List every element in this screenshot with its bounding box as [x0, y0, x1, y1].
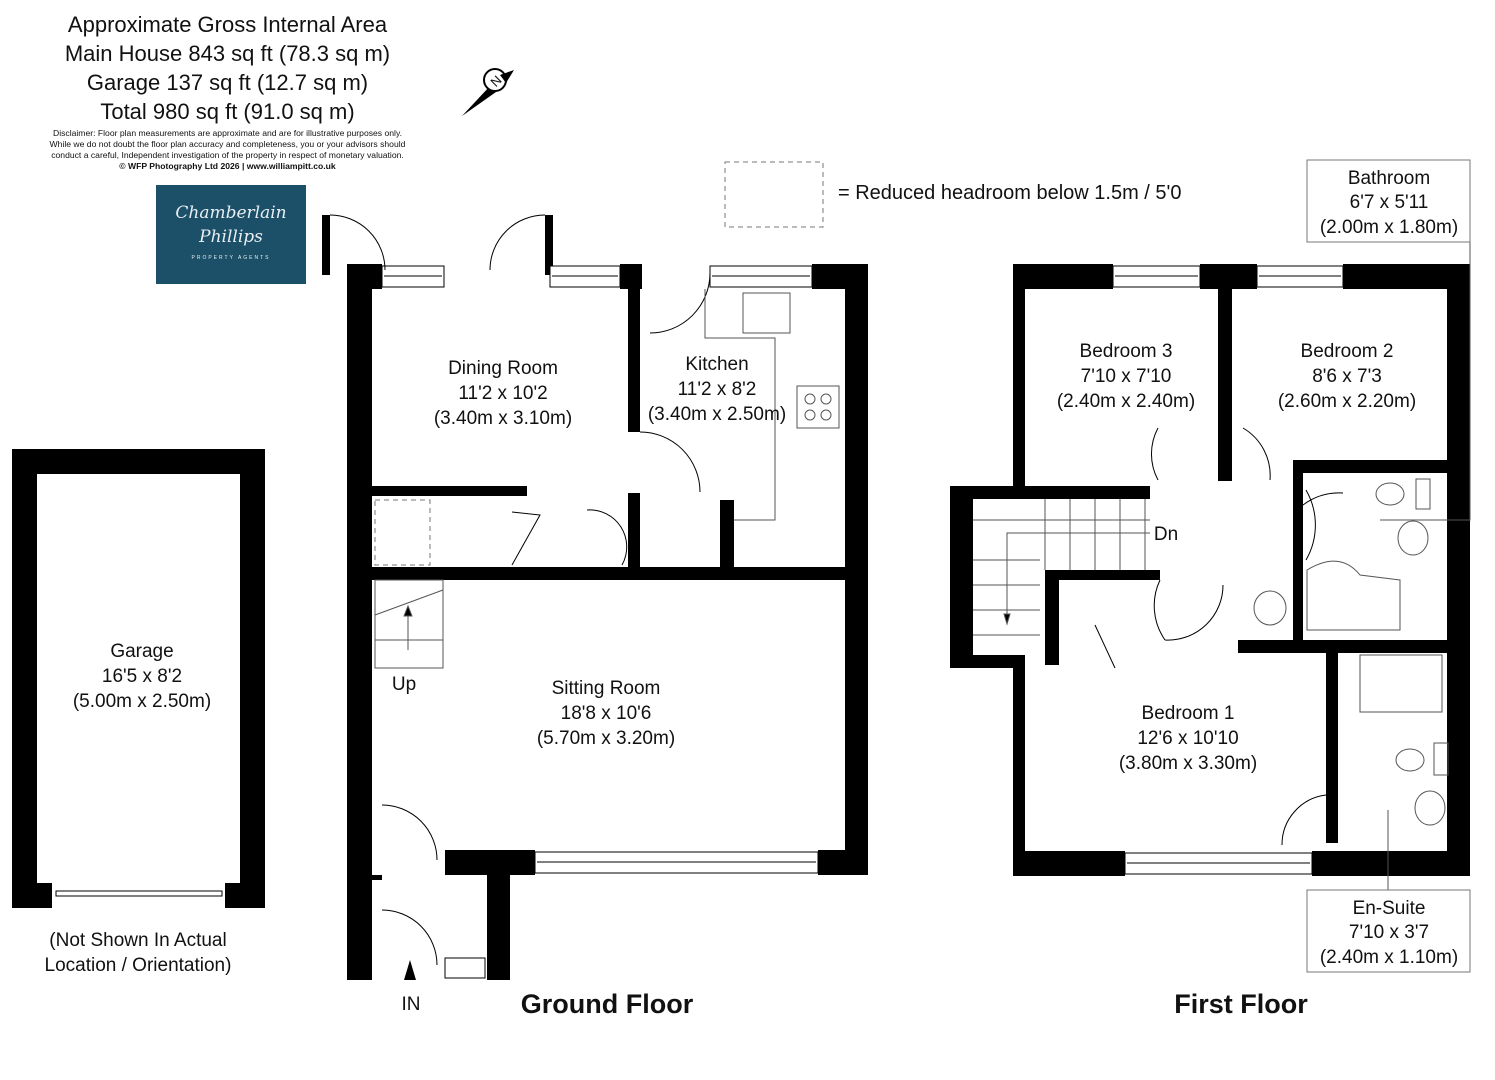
room-dims-metric: (3.40m x 2.50m): [648, 404, 786, 425]
first-floor-doors: [1094, 427, 1344, 846]
kitchen-fittings: [704, 289, 840, 521]
disclaimer-line: While we do not doubt the floor plan acc…: [49, 139, 406, 149]
first-floor-windows: [1112, 265, 1344, 875]
floor-title: Ground Floor: [521, 989, 694, 1019]
ensuite-label-box: En-Suite 7'10 x 3'7 (2.40m x 1.10m): [1306, 889, 1471, 973]
room-name: Bedroom 2: [1301, 341, 1394, 362]
entrance-arrow-icon: [404, 960, 416, 980]
stairs-up: [374, 579, 444, 669]
room-dims-imperial: 11'2 x 8'2: [678, 379, 757, 400]
floor-title: First Floor: [1174, 989, 1308, 1019]
reduced-headroom-swatch: [724, 161, 824, 228]
total-area: Total 980 sq ft (91.0 sq m): [100, 99, 355, 124]
main-house-area: Main House 843 sq ft (78.3 sq m): [64, 41, 391, 66]
bathroom-fittings: [1253, 160, 1471, 890]
room-dims-metric: (2.40m x 1.10m): [1320, 947, 1458, 968]
copyright: © WFP Photography Ltd 2026 | www.william…: [119, 161, 336, 171]
room-name: Dining Room: [448, 358, 558, 379]
first-floor-walls: [950, 264, 1470, 876]
room-dims-imperial: 7'10 x 7'10: [1081, 366, 1172, 387]
garage-note: (Not Shown In Actual: [49, 930, 226, 951]
room-dims-metric: (5.00m x 2.50m): [73, 691, 211, 712]
compass-icon: N: [462, 68, 514, 116]
room-dims-imperial: 6'7 x 5'11: [1350, 192, 1429, 213]
room-dims-imperial: 7'10 x 3'7: [1349, 922, 1429, 943]
garage-plan: [12, 449, 265, 908]
room-name: Kitchen: [685, 354, 748, 375]
room-name: En-Suite: [1353, 898, 1426, 919]
bathroom-label-box: Bathroom 6'7 x 5'11 (2.00m x 1.80m): [1306, 159, 1471, 243]
disclaimer: Disclaimer: Floor plan measurements are …: [0, 128, 455, 161]
room-dims-imperial: 11'2 x 10'2: [458, 383, 547, 404]
doors: [329, 214, 711, 966]
disclaimer-line: Disclaimer: Floor plan measurements are …: [53, 128, 402, 138]
stairs-label: Up: [392, 674, 416, 695]
room-dims-metric: (2.40m x 2.40m): [1057, 391, 1195, 412]
room-name: Garage: [110, 641, 173, 662]
room-dims-imperial: 18'8 x 10'6: [561, 703, 652, 724]
agent-logo: Chamberlain Phillips PROPERTY AGENTS: [156, 185, 306, 284]
garage-note: Location / Orientation): [45, 955, 232, 976]
logo-line: Phillips: [199, 227, 263, 247]
legend-label: = Reduced headroom below 1.5m / 5'0: [838, 182, 1181, 204]
stairs-label: Dn: [1154, 524, 1178, 545]
room-name: Sitting Room: [552, 678, 661, 699]
disclaimer-line: conduct a careful, Independent investiga…: [51, 150, 404, 160]
first-floor-stairs: [973, 499, 1150, 636]
room-name: Bathroom: [1348, 168, 1430, 189]
ground-floor-walls: [322, 215, 868, 980]
logo-line: Chamberlain: [175, 203, 287, 223]
room-dims-metric: (2.60m x 2.20m): [1278, 391, 1416, 412]
area-title: Approximate Gross Internal Area: [67, 12, 388, 37]
room-dims-metric: (2.00m x 1.80m): [1320, 217, 1458, 238]
room-name: Bedroom 3: [1080, 341, 1173, 362]
room-dims-metric: (3.80m x 3.30m): [1119, 753, 1257, 774]
room-dims-imperial: 12'6 x 10'10: [1137, 728, 1238, 749]
room-dims-metric: (5.70m x 3.20m): [537, 728, 675, 749]
room-dims-imperial: 8'6 x 7'3: [1312, 366, 1382, 387]
logo-line: PROPERTY AGENTS: [191, 255, 271, 261]
room-dims-metric: (3.40m x 3.10m): [434, 408, 572, 429]
windows: [381, 265, 819, 979]
garage-area: Garage 137 sq ft (12.7 sq m): [86, 70, 369, 95]
room-name: Bedroom 1: [1142, 703, 1235, 724]
area-summary: Approximate Gross Internal Area Main Hou…: [0, 10, 455, 172]
entrance-label: IN: [402, 994, 421, 1015]
room-dims-imperial: 16'5 x 8'2: [102, 666, 182, 687]
